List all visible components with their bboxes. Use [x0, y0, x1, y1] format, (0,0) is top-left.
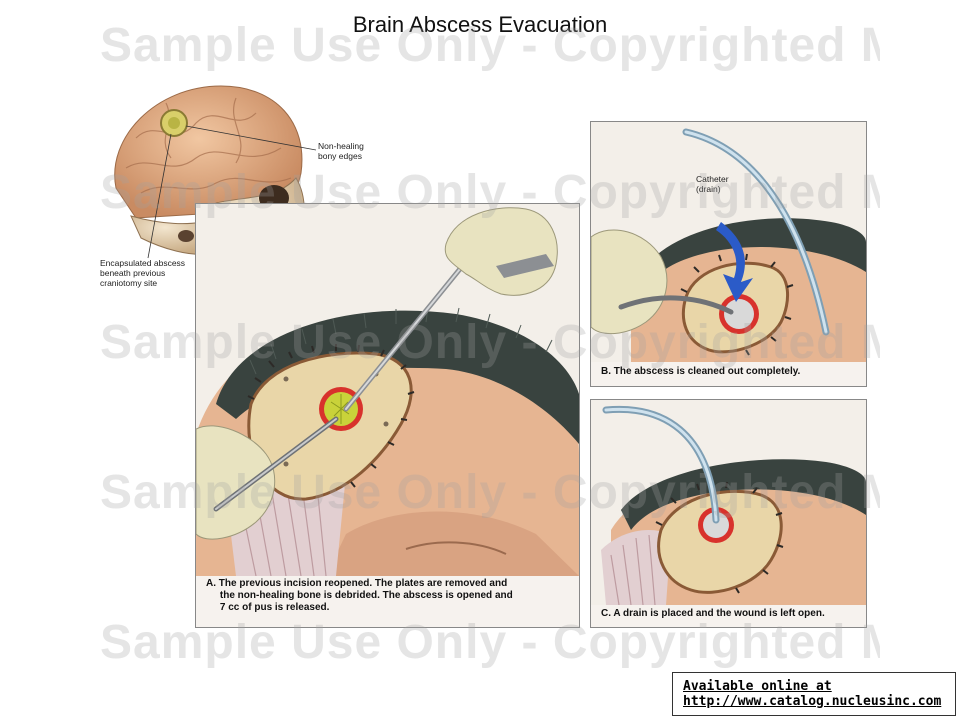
panel-b-caption: B. The abscess is cleaned out completely…	[601, 366, 801, 377]
arrow-icon	[716, 222, 753, 302]
panel-a-caption: A. The previous incision reopened. The p…	[206, 578, 513, 614]
caption-line: the non-healing bone is debrided. The ab…	[206, 590, 513, 601]
suction-tip	[618, 295, 734, 315]
panel-b-illustration	[591, 122, 866, 362]
panel-c: C. A drain is placed and the wound is le…	[590, 399, 867, 628]
page-title: Brain Abscess Evacuation	[352, 12, 608, 37]
caption-line: A. The previous incision reopened. The p…	[206, 578, 508, 589]
caption-line: 7 cc of pus is released.	[206, 602, 330, 613]
callout-line: Encapsulated abscess	[100, 258, 186, 268]
callout-line: Non-healing	[318, 141, 364, 151]
panel-c-illustration	[591, 400, 866, 605]
callout-line: craniotomy site	[100, 278, 158, 288]
hair	[621, 459, 866, 530]
source-box: Available online at http://www.catalog.n…	[672, 672, 956, 716]
source-label: Available online at	[683, 679, 832, 694]
panel-b: Catheter (drain) B. The abscess is clean…	[590, 121, 867, 387]
gloved-hand-top	[444, 207, 558, 296]
callout-catheter: Catheter (drain)	[696, 174, 729, 194]
callout-abscess: Encapsulated abscess beneath previous cr…	[100, 258, 185, 288]
panel-a-illustration	[196, 204, 579, 576]
callout-line: Catheter	[696, 174, 729, 184]
source-link[interactable]: http://www.catalog.nucleusinc.com	[683, 694, 942, 709]
callout-bony-edges: Non-healing bony edges	[318, 141, 364, 161]
panel-c-caption: C. A drain is placed and the wound is le…	[601, 608, 825, 619]
callout-line: beneath previous	[100, 268, 166, 278]
panel-a: A. The previous incision reopened. The p…	[195, 203, 580, 628]
hair	[641, 218, 866, 287]
hair	[216, 310, 579, 444]
callout-line: (drain)	[696, 184, 721, 194]
callout-line: bony edges	[318, 151, 362, 161]
gloved-hand	[591, 229, 668, 335]
